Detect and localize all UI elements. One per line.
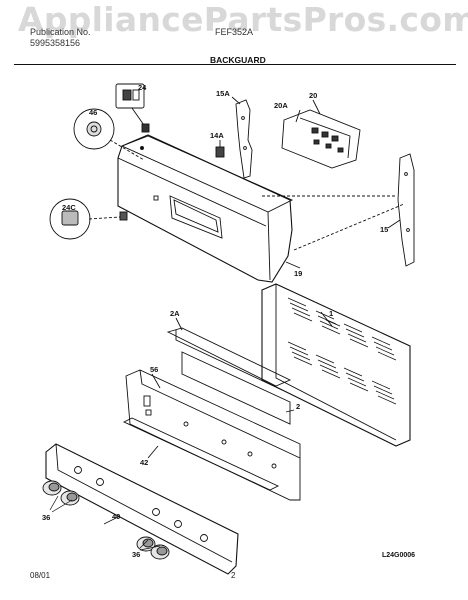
louver-slot bbox=[375, 346, 395, 356]
part-36-knobs bbox=[42, 480, 170, 560]
callout-15: 15 bbox=[380, 225, 388, 234]
part-46-knob-detail bbox=[73, 108, 145, 161]
part-19-backguard-panel bbox=[117, 134, 301, 283]
part-24c-detail bbox=[49, 198, 128, 240]
part-15-end-cap bbox=[262, 153, 415, 267]
louver-slot bbox=[319, 320, 339, 330]
callout-36-right: 36 bbox=[132, 550, 140, 559]
callout-46: 46 bbox=[89, 108, 97, 117]
diagram-code: L24G0006 bbox=[382, 552, 415, 559]
louver-slot bbox=[345, 328, 365, 338]
watermark: AppliancePartsPros.com bbox=[18, 0, 468, 39]
louver-slot bbox=[287, 341, 307, 351]
louver-slot bbox=[373, 385, 393, 395]
header-rule bbox=[14, 64, 456, 65]
louver-slot bbox=[347, 377, 367, 387]
louver-slot bbox=[343, 323, 363, 333]
louver-slot bbox=[287, 297, 307, 307]
callout-24: 24 bbox=[138, 83, 147, 92]
callout-1: 1 bbox=[329, 309, 333, 318]
callout-2a: 2A bbox=[170, 309, 180, 318]
louver-slot bbox=[315, 354, 335, 364]
louver-slot bbox=[319, 364, 339, 374]
louver-slot bbox=[347, 333, 367, 343]
part-56-control-bracket bbox=[125, 369, 301, 501]
louver-slot bbox=[289, 346, 309, 356]
louver-slot bbox=[293, 356, 313, 366]
callout-42: 42 bbox=[140, 458, 148, 467]
louver-slot bbox=[349, 338, 369, 348]
louver-slot bbox=[289, 302, 309, 312]
callout-20a: 20A bbox=[274, 101, 288, 110]
part-15a-end-cap bbox=[231, 96, 253, 179]
callout-24c: 24C bbox=[62, 203, 76, 212]
part-24-switch bbox=[115, 83, 150, 133]
part-2a-bracket bbox=[166, 317, 292, 391]
louver-slot bbox=[371, 380, 391, 390]
footer-page: 2 bbox=[231, 571, 236, 580]
louver-slot bbox=[321, 369, 341, 379]
louver-slot bbox=[317, 315, 337, 325]
callout-19: 19 bbox=[294, 269, 302, 278]
part-42-trim-strip bbox=[122, 417, 280, 491]
louver-slot bbox=[293, 312, 313, 322]
section-title: BACKGUARD bbox=[210, 55, 266, 65]
louver-slot bbox=[349, 382, 369, 392]
callout-36-left: 36 bbox=[42, 513, 50, 522]
part-14a-bracket bbox=[215, 140, 225, 158]
publication-label: Publication No. bbox=[30, 27, 91, 37]
model-number: FEF352A bbox=[215, 27, 254, 37]
callout-2: 2 bbox=[296, 402, 300, 411]
louver-slot bbox=[373, 341, 393, 351]
callout-labels: 24 46 15A 20A 20 14A 24C 15 19 2A 1 56 2… bbox=[42, 83, 415, 559]
callout-20: 20 bbox=[309, 91, 317, 100]
louver-slot bbox=[377, 395, 397, 405]
louver-slot bbox=[343, 367, 363, 377]
part-20-clock-control bbox=[281, 99, 361, 169]
louver-slot bbox=[345, 372, 365, 382]
louver-slot bbox=[377, 351, 397, 361]
callout-56: 56 bbox=[150, 365, 158, 374]
knob-icon bbox=[136, 536, 156, 552]
publication-number: 5995358156 bbox=[30, 38, 81, 48]
callout-40: 40 bbox=[112, 512, 120, 521]
louver-slot bbox=[375, 390, 395, 400]
knob-icon bbox=[42, 480, 62, 496]
leader-lines bbox=[49, 409, 295, 551]
louver-slot bbox=[315, 310, 335, 320]
louver-slot bbox=[321, 325, 341, 335]
part-40-control-panel bbox=[45, 443, 239, 575]
knob-icon bbox=[150, 544, 170, 560]
louver-slot bbox=[371, 336, 391, 346]
callout-14a: 14A bbox=[210, 131, 224, 140]
callout-15a: 15A bbox=[216, 89, 230, 98]
footer-date: 08/01 bbox=[30, 571, 51, 580]
louver-slot bbox=[291, 351, 311, 361]
part-2-manifold-panel bbox=[181, 351, 291, 425]
louver-slot bbox=[291, 307, 311, 317]
knob-icon bbox=[60, 490, 80, 506]
rear-panel-louvers bbox=[287, 297, 397, 405]
louver-slot bbox=[317, 359, 337, 369]
